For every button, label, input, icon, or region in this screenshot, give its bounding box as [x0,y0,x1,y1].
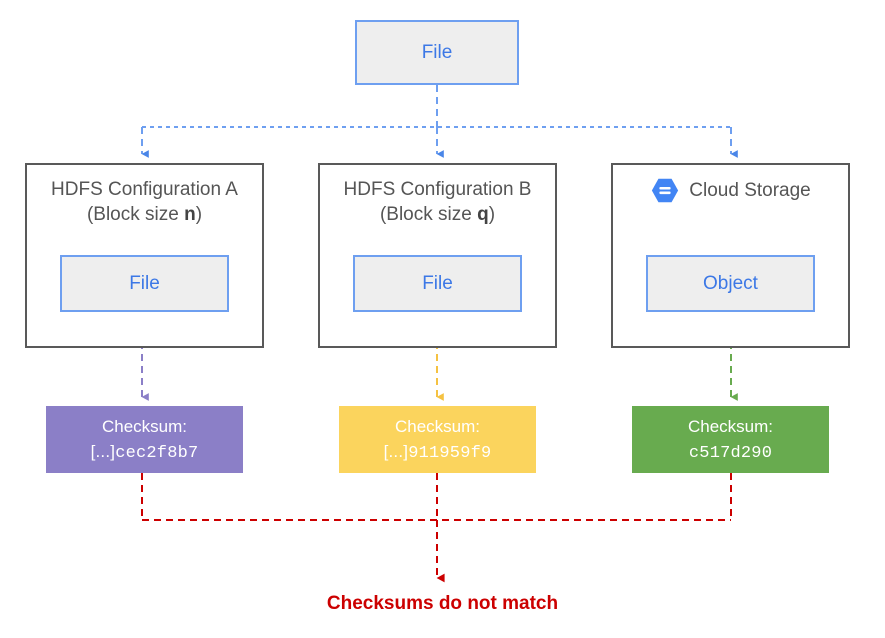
hdfs-b-blocksize-value: q [477,204,489,225]
hdfs-a-inner-file-card[interactable]: File [60,255,229,312]
hdfs-a-title-line2: (Block size n) [87,204,202,225]
cloud-storage-inner-object-card[interactable]: Object [646,255,815,312]
mismatch-label: Checksums do not match [326,593,559,614]
hdfs-configuration-a-box[interactable]: HDFS Configuration A (Block size n) File [25,163,264,348]
source-file-card[interactable]: File [355,20,519,85]
hdfs-a-title-line1: HDFS Configuration A [51,179,238,200]
checksum-c-hash: c517d290 [688,443,773,463]
hdfs-b-inner-file-label: File [422,272,453,294]
connector-source-to-bus [142,85,731,128]
source-file-label: File [421,41,453,63]
checksum-a-value: [...]cec2f8b7 [91,439,199,466]
checksum-c-chip[interactable]: Checksum: c517d290 [632,406,829,473]
checksum-b-value: [...]911959f9 [384,439,492,466]
hdfs-a-blocksize-prefix: (Block size [86,204,185,225]
hdfs-configuration-a-title: HDFS Configuration A (Block size n) [27,177,262,227]
checksum-a-ellipsis: [...] [90,441,116,461]
hdfs-a-blocksize-suffix: ) [195,204,203,225]
hdfs-b-blocksize-suffix: ) [488,204,496,225]
hdfs-configuration-b-title: HDFS Configuration B (Block size q) [320,177,555,227]
mismatch-conclusion-text: Checksums do not match [0,593,885,615]
cloud-storage-title: Cloud Storage [613,177,848,204]
checksum-b-hash: 911959f9 [408,443,492,463]
cloud-storage-icon [652,178,679,203]
checksum-b-label: Checksum: [394,416,481,436]
checksum-c-label: Checksum: [687,416,774,436]
hdfs-b-inner-file-card[interactable]: File [353,255,522,312]
hdfs-a-inner-file-label: File [129,272,160,294]
checksum-c-value: c517d290 [689,439,772,466]
cloud-storage-title-label: Cloud Storage [689,180,811,201]
connector-checksums-to-mismatch [141,473,732,583]
cloud-storage-box[interactable]: Cloud Storage Object [611,163,850,348]
checksum-a-chip[interactable]: Checksum: [...]cec2f8b7 [46,406,243,473]
cloud-storage-inner-object-label: Object [703,272,758,294]
hdfs-b-title-line1: HDFS Configuration B [343,179,532,200]
hdfs-a-blocksize-value: n [184,204,196,225]
hdfs-configuration-b-box[interactable]: HDFS Configuration B (Block size q) File [318,163,557,348]
checksum-b-chip[interactable]: Checksum: [...]911959f9 [339,406,536,473]
hdfs-b-blocksize-prefix: (Block size [379,204,478,225]
checksum-a-label: Checksum: [101,416,188,436]
checksum-a-hash: cec2f8b7 [115,443,199,463]
hdfs-b-title-line2: (Block size q) [380,204,495,225]
checksum-b-ellipsis: [...] [383,441,409,461]
